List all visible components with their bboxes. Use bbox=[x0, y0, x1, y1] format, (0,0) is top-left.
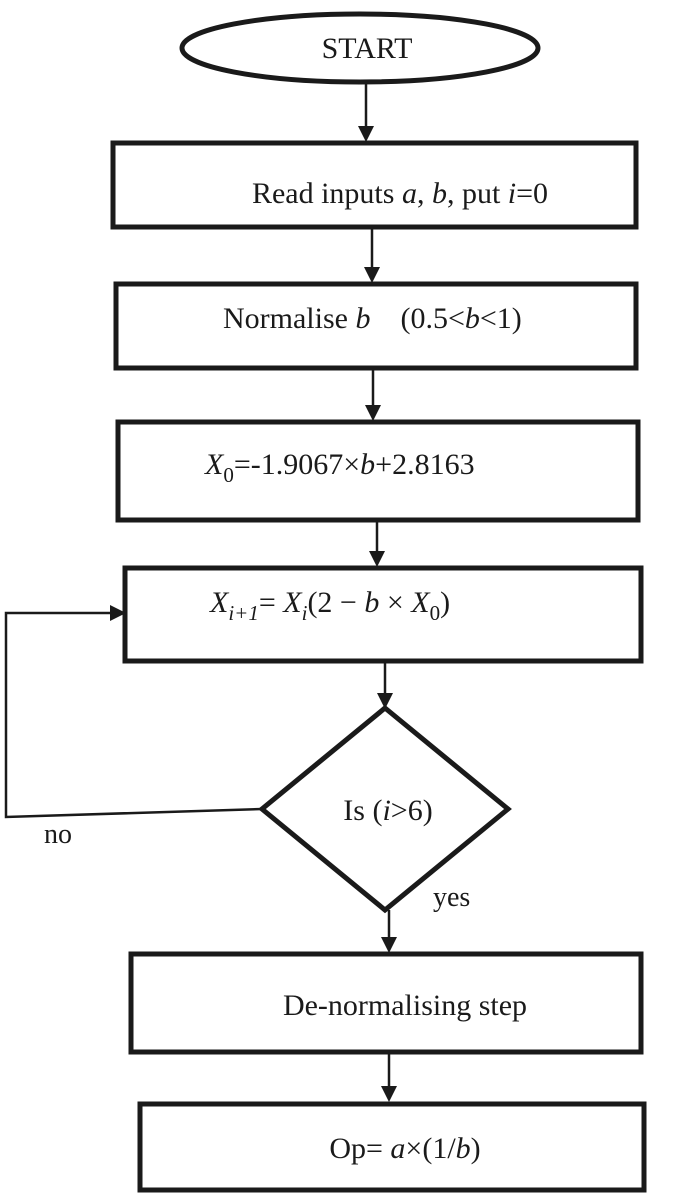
iterate-label: Xi+1= Xi(2 − b × X0) bbox=[209, 586, 450, 625]
arrowhead-loop bbox=[110, 605, 126, 621]
decision-label: Is (i>6) bbox=[343, 794, 432, 827]
read-inputs-label: Read inputs a, b, put i=0 bbox=[252, 177, 548, 210]
init-x0-label: X0=-1.9067×b+2.8163 bbox=[204, 448, 475, 487]
start-terminal bbox=[179, 11, 541, 85]
normalise-box bbox=[113, 281, 639, 371]
connector-no-loop bbox=[4, 611, 263, 819]
arrowhead-normalise bbox=[364, 267, 380, 283]
decision-diamond bbox=[258, 704, 512, 914]
start-label: START bbox=[322, 32, 413, 65]
output-box bbox=[137, 1101, 647, 1193]
iterate-box bbox=[122, 565, 644, 664]
yes-label: yes bbox=[433, 882, 470, 913]
no-label: no bbox=[44, 819, 72, 850]
arrowhead-decision bbox=[377, 693, 393, 709]
arrowhead-output bbox=[381, 1086, 397, 1102]
init-x0-box bbox=[115, 419, 641, 523]
read-inputs-box bbox=[110, 140, 639, 230]
normalise-label: Normalise b (0.5<b<1) bbox=[223, 302, 522, 335]
arrowhead-iterate bbox=[369, 551, 385, 567]
denormalise-label: De-normalising step bbox=[283, 989, 527, 1022]
arrowhead-init bbox=[365, 405, 381, 421]
denormalise-box bbox=[128, 951, 644, 1055]
output-label: Op= a×(1/b) bbox=[329, 1132, 480, 1165]
arrowhead-denormalise bbox=[381, 937, 397, 953]
arrowhead-read bbox=[358, 126, 374, 142]
